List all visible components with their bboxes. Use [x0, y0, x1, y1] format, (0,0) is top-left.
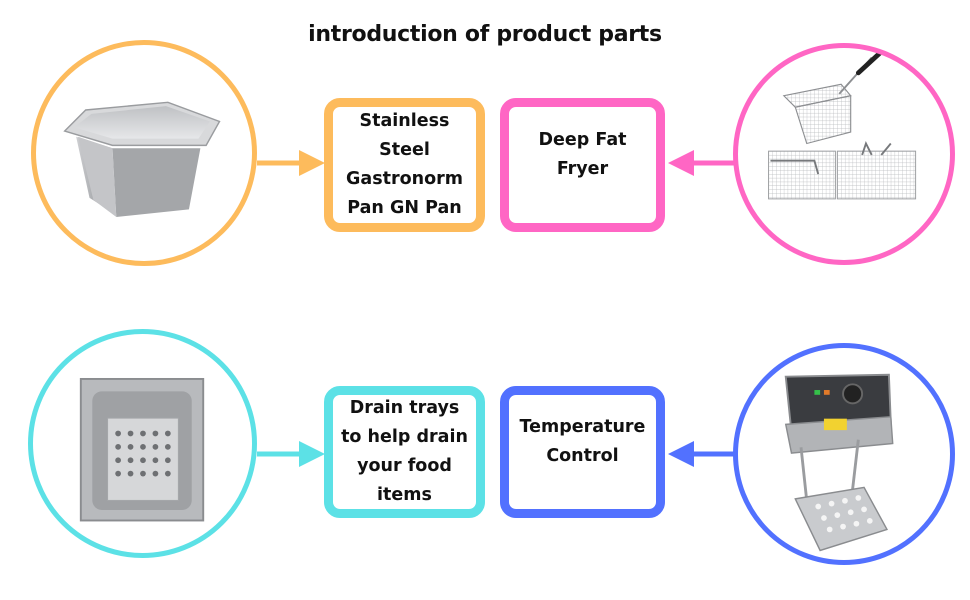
arrow-fryer-basket-to-label — [668, 150, 734, 176]
fryer-basket-photo — [768, 49, 917, 200]
drain-tray-photo — [79, 377, 205, 522]
gn-pan-image-circle — [31, 40, 257, 266]
temperature-control-fryer-photo — [784, 373, 894, 552]
gn-pan-label-box: Stainless Steel Gastronorm Pan GN Pan — [324, 98, 485, 232]
arrow-drain-tray-to-label — [257, 441, 325, 467]
temperature-control-image-circle — [733, 343, 955, 565]
arrow-temperature-control-to-label — [668, 441, 734, 467]
page-title: introduction of product parts — [308, 22, 662, 47]
drain-tray-label-box: Drain trays to help drain your food item… — [324, 386, 485, 518]
drain-tray-label: Drain trays to help drain your food item… — [341, 398, 468, 505]
temperature-control-label-box: Temperature Control — [500, 386, 665, 518]
fryer-basket-label: Deep Fat Fryer — [538, 130, 627, 179]
arrow-gn-pan-to-label — [257, 150, 325, 176]
fryer-basket-image-circle — [733, 43, 955, 265]
gn-pan-label: Stainless Steel Gastronorm Pan GN Pan — [346, 111, 463, 218]
drain-tray-image-circle — [28, 329, 257, 558]
stainless-steel-pan-photo — [63, 101, 221, 218]
fryer-basket-label-box: Deep Fat Fryer — [500, 98, 665, 232]
temperature-control-label: Temperature Control — [519, 417, 646, 466]
